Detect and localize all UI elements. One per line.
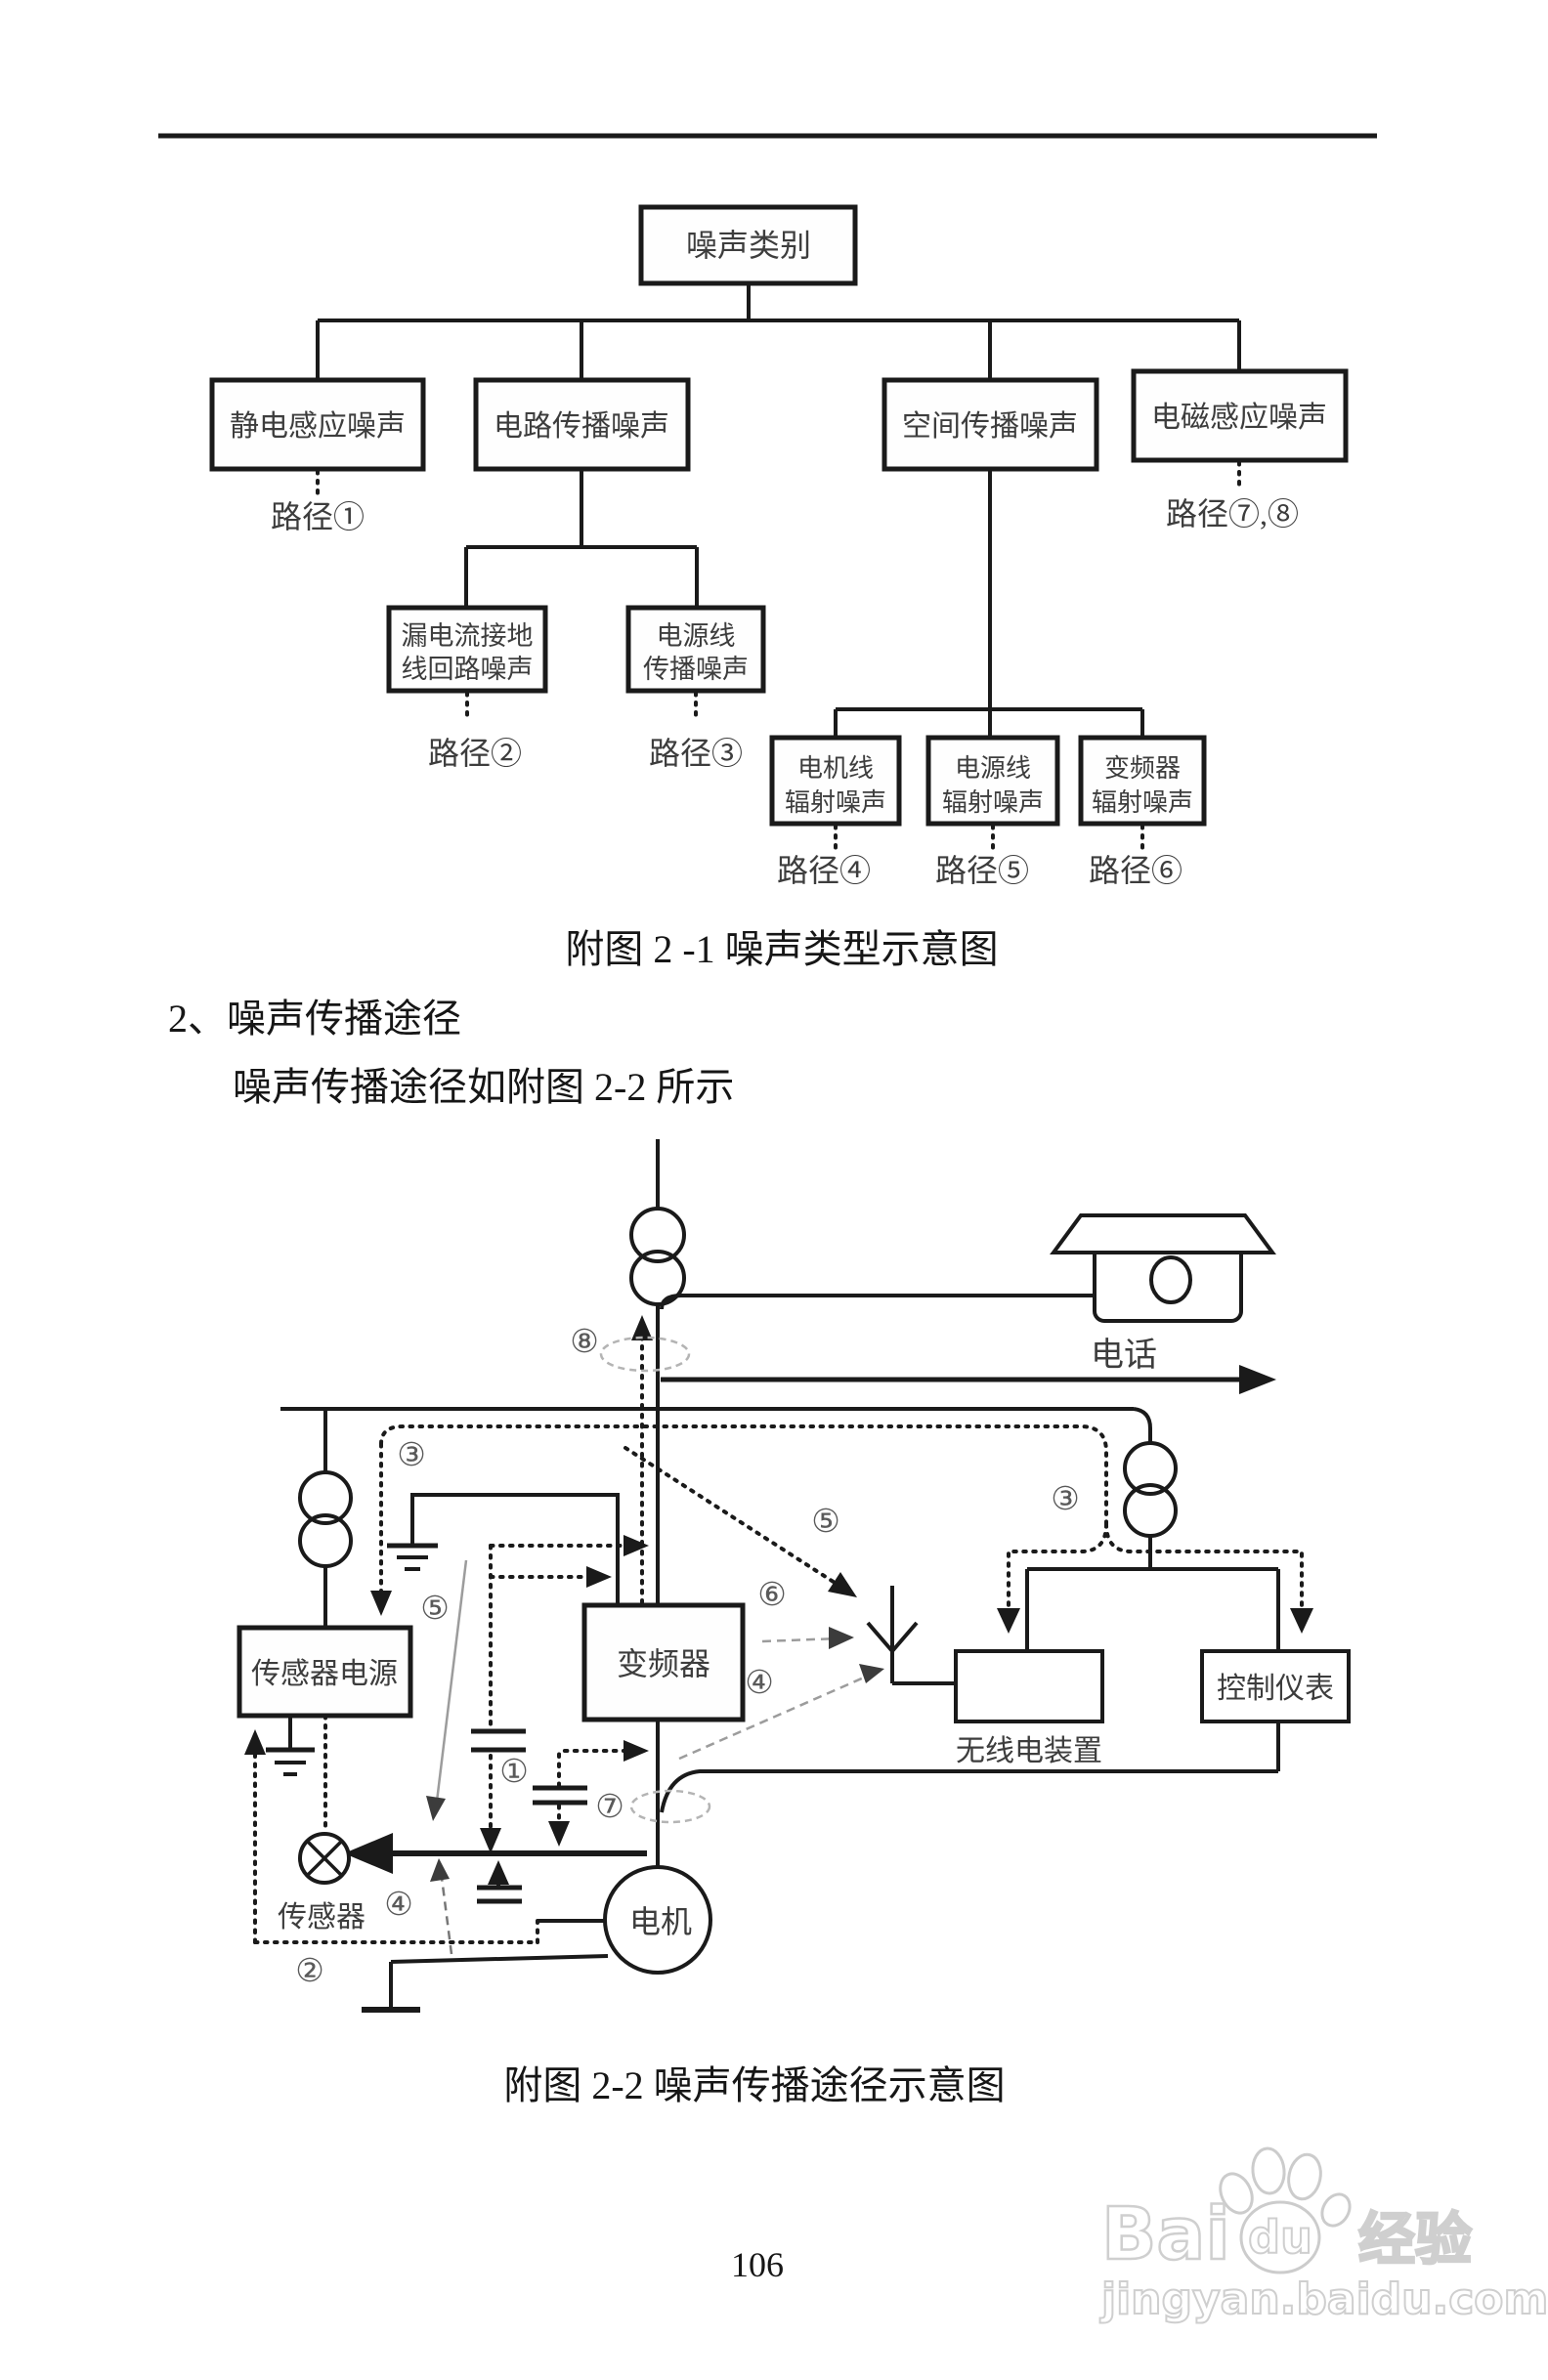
path6-label: 路径⑥ [1089,853,1182,888]
coupling-arrow-4-lower-head [430,1858,450,1882]
mark-3-left: ③ [397,1435,426,1473]
coupling-arrow-6-to-antenna-head [829,1627,854,1649]
mark-8: ⑧ [570,1322,599,1360]
section-body-line: 噪声传播途径如附图 2-2 所示 [233,1065,734,1109]
node-inverter-radiation [1078,735,1207,827]
path3-label: 路径③ [649,736,743,771]
mark-3-right: ③ [1051,1479,1080,1517]
coupling-arrow-6-to-antenna [761,1636,839,1643]
path7-8-label: 路径⑦,⑧ [1166,496,1299,531]
node-powerline-propagation-line2: 传播噪声 [643,655,749,684]
mark-2: ② [295,1951,324,1989]
coupling-arrow-5-left-head [426,1796,446,1821]
node-motorline-radiation-line1: 电机线 [797,754,874,783]
sensor-lamp-icon [298,1832,351,1885]
coupling-arrow-4-to-antenna-head [859,1664,884,1683]
figure1-caption: 附图 2 -1 噪声类型示意图 [565,927,998,971]
mark-5-left: ⑤ [420,1589,450,1627]
node-inverter-radiation-line1: 变频器 [1104,754,1181,783]
node-space-propagation [882,377,1099,472]
ground-symbol-middle [387,1543,438,1571]
radio-device-label: 无线电装置 [956,1735,1102,1767]
path1-label: 路径① [271,499,365,534]
phone-arrowhead [1239,1365,1276,1394]
noise-loop-ellipse-top [599,1336,691,1373]
node-space-propagation-label: 空间传播噪声 [902,410,1078,443]
node-electromagnetic-induction [1131,368,1349,463]
control-meter-box [1200,1649,1351,1723]
baidu-paw-icon [1219,2146,1352,2274]
node-noise-category [638,204,858,286]
path4-label: 路径④ [777,853,871,888]
sensor-power-label: 传感器电源 [251,1658,398,1690]
tree-connectors [316,283,1241,738]
thick-left-arrowhead [344,1833,393,1874]
node-leakage-ground-loop [386,605,548,694]
radio-device-box [954,1649,1104,1723]
node-motorline-radiation [769,735,902,827]
telephone-icon [1050,1213,1276,1323]
watermark-bai-text: Bai [1101,2192,1230,2276]
node-static-induction-label: 静电感应噪声 [230,410,406,443]
main-wiring [280,1139,1280,2008]
node-powerline-radiation-line2: 辐射噪声 [942,788,1044,817]
page-number: 106 [731,2245,784,2284]
capacitor1-icon [471,1728,526,1753]
path5-label: 路径⑤ [935,853,1029,888]
mark-7: ⑦ [595,1787,624,1825]
transformer-right-icon [1123,1441,1178,1538]
node-static-induction [209,377,426,472]
node-powerline-propagation [625,605,766,694]
phone-label: 电话 [1091,1337,1157,1374]
antenna-icon [866,1586,956,1685]
section-heading: 2、噪声传播途径 [168,997,461,1041]
node-powerline-propagation-line1: 电源线 [657,621,736,651]
motor-circle [603,1865,712,1975]
control-meter-label: 控制仪表 [1217,1673,1334,1705]
node-electromagnetic-induction-label: 电磁感应噪声 [1151,402,1327,434]
dotted-path-arrowheads [244,1315,1313,1885]
mark-1: ① [499,1752,529,1790]
node-circuit-propagation [473,377,691,472]
inverter-box [581,1602,746,1722]
figure2-caption: 附图 2-2 噪声传播途径示意图 [503,2063,1005,2107]
mark-4-right: ④ [745,1663,774,1701]
baidu-jingyan-watermark: Bai du 经验 jingyan.baidu.com [1098,2146,1548,2325]
ground-symbol-sensor-power [266,1716,315,1776]
motor-label: 电机 [629,1904,692,1939]
coupling-arrow-4-to-antenna [678,1672,874,1761]
node-motorline-radiation-line2: 辐射噪声 [785,788,886,817]
node-inverter-radiation-line2: 辐射噪声 [1092,788,1193,817]
inverter-label: 变频器 [617,1646,710,1681]
capacitor2-icon [533,1785,587,1806]
path2-label: 路径② [428,736,522,771]
mark-4-left: ④ [384,1885,413,1923]
node-leakage-ground-loop-line1: 漏电流接地 [402,621,534,651]
figure1-noise-category-tree: 噪声类别 静电感应噪声 电路传播噪声 空间传播噪声 电磁感应噪声 路径① 路径⑦… [209,204,1349,971]
capacitor3-icon [477,1885,522,1904]
node-noise-category-label: 噪声类别 [686,228,811,263]
mark-5-right: ⑤ [811,1502,840,1540]
figure2-noise-propagation-schematic: 电话 [236,1139,1351,2107]
watermark-url-text: jingyan.baidu.com [1099,2274,1548,2324]
watermark-du-text: du [1248,2211,1312,2264]
noise-loop-ellipse-bottom [629,1789,711,1824]
sensor-power-box [236,1625,413,1719]
mark-6: ⑥ [757,1575,787,1613]
node-leakage-ground-loop-line2: 线回路噪声 [402,655,534,684]
node-powerline-radiation [925,735,1060,827]
transformer-top-icon [629,1207,686,1306]
node-circuit-propagation-label: 电路传播噪声 [494,410,669,443]
transformer-left-icon [298,1470,353,1568]
tree-dotted-stubs [316,460,1241,852]
coupling-arrow-5-left [434,1559,468,1810]
node-powerline-radiation-line1: 电源线 [955,754,1031,783]
sensor-label: 传感器 [278,1901,366,1934]
watermark-brand-text: 经验 [1358,2206,1472,2273]
